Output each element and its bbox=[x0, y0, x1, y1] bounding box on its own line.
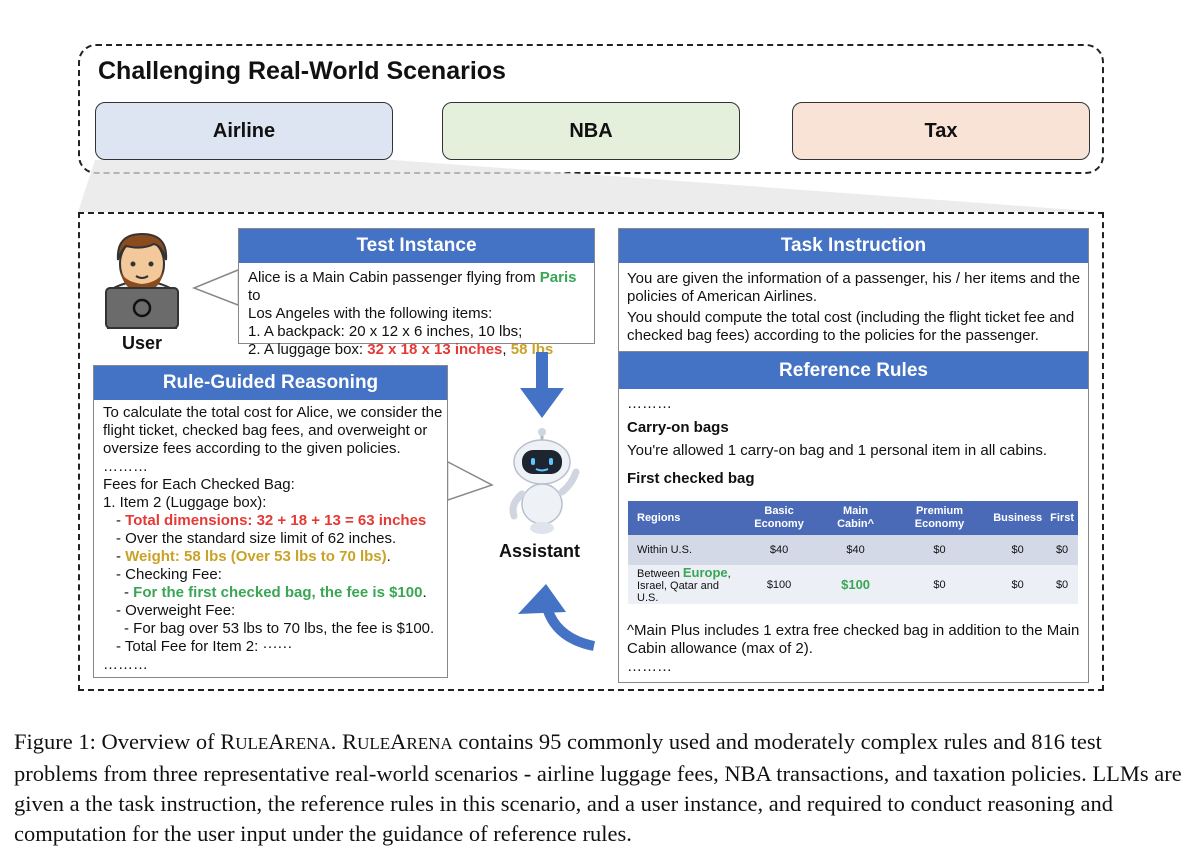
region-europe: Europe bbox=[682, 565, 728, 580]
test-line-3: 1. A backpack: 20 x 12 x 6 inches, 10 lb… bbox=[248, 323, 523, 340]
reasoning-dash: - bbox=[116, 512, 126, 529]
fee-cell: $100 bbox=[736, 565, 822, 604]
rules-ellipsis: ……… bbox=[627, 395, 672, 412]
fee-cell-main-cabin: $100 bbox=[821, 565, 890, 604]
caption-text: A bbox=[390, 729, 407, 754]
reasoning-line: - Over the standard size limit of 62 inc… bbox=[116, 530, 397, 547]
reasoning-text: To calculate the total cost for Alice, w… bbox=[103, 404, 445, 674]
caption-smallcaps: ULE bbox=[357, 734, 391, 753]
reasoning-panel: Rule-Guided Reasoning To calculate the t… bbox=[93, 365, 448, 678]
test-line-1-end: to bbox=[248, 287, 261, 304]
fee-table-row: Within U.S. $40 $40 $0 $0 $0 bbox=[628, 535, 1078, 565]
reasoning-line: - Overweight Fee: bbox=[116, 602, 236, 619]
caption-smallcaps: ULE bbox=[235, 734, 269, 753]
fee-cell: $0 bbox=[889, 535, 990, 565]
reasoning-title: Rule-Guided Reasoning bbox=[94, 366, 447, 400]
reasoning-line: To calculate the total cost for Alice, w… bbox=[103, 404, 443, 421]
test-line-2: Los Angeles with the following items: bbox=[248, 305, 493, 322]
fee-table-header: Basic Economy bbox=[736, 501, 822, 535]
fee-cell: $40 bbox=[736, 535, 822, 565]
scenario-airline: Airline bbox=[95, 102, 393, 160]
fee-table-header: Premium Economy bbox=[889, 501, 990, 535]
luggage-dimensions: 32 x 18 x 13 inches bbox=[367, 341, 503, 358]
fee-cell: $0 bbox=[1046, 535, 1078, 565]
robot-assistant-icon bbox=[509, 428, 580, 534]
reasoning-line: Fees for Each Checked Bag: bbox=[103, 476, 295, 493]
fee-region: Between Europe, Israel, Qatar and U.S. bbox=[628, 565, 737, 604]
fee-cell: $0 bbox=[1046, 565, 1078, 604]
reasoning-line: - Checking Fee: bbox=[116, 566, 222, 583]
caption-smallcaps: RENA bbox=[406, 734, 453, 753]
weight-step: Weight: 58 lbs (Over 53 lbs to 70 lbs) bbox=[125, 548, 387, 565]
scenarios-frame bbox=[78, 44, 1104, 174]
fee-table-row: Between Europe, Israel, Qatar and U.S. $… bbox=[628, 565, 1078, 604]
main-plus-note: ^Main Plus includes 1 extra free checked… bbox=[627, 622, 1080, 657]
figure-caption: Figure 1: Overview of RULEARENA. RULEARE… bbox=[14, 727, 1186, 849]
reasoning-ellipsis: ……… bbox=[103, 656, 148, 673]
scenarios-title: Challenging Real-World Scenarios bbox=[98, 57, 506, 85]
fee-cell: $40 bbox=[821, 535, 890, 565]
fee-cell: $0 bbox=[889, 565, 990, 604]
task-instruction-text: You are given the information of a passe… bbox=[627, 270, 1085, 345]
carry-on-heading: Carry-on bags bbox=[627, 419, 729, 436]
reference-rules-title: Reference Rules bbox=[619, 352, 1088, 389]
user-label: User bbox=[122, 333, 163, 353]
fee-cell: $0 bbox=[989, 565, 1047, 604]
first-checked-bag-heading: First checked bag bbox=[627, 470, 755, 487]
assistant-label: Assistant bbox=[499, 541, 581, 561]
region-text: , bbox=[727, 568, 731, 580]
fee-table-header: Main Cabin^ bbox=[821, 501, 890, 535]
scenario-tax: Tax bbox=[792, 102, 1090, 160]
reasoning-dash: - bbox=[116, 548, 126, 565]
checking-fee-step: For the first checked bag, the fee is $1… bbox=[133, 584, 423, 601]
caption-smallcaps: RENA bbox=[284, 734, 331, 753]
city-paris: Paris bbox=[539, 269, 577, 286]
fee-cell: $0 bbox=[989, 535, 1047, 565]
reasoning-line: 1. Item 2 (Luggage box): bbox=[103, 494, 267, 511]
fee-table-header: Business bbox=[989, 501, 1047, 535]
test-line-4-sep: , bbox=[502, 341, 511, 358]
reasoning-dash: - bbox=[124, 584, 134, 601]
region-text: Israel, Qatar and U.S. bbox=[637, 580, 719, 604]
caption-text: contains 95 commonly used and moderately… bbox=[14, 729, 1182, 846]
curved-up-arrow-icon bbox=[518, 584, 596, 651]
reasoning-line: - Total Fee for Item 2: ······ bbox=[116, 638, 293, 655]
fee-table-header: First bbox=[1046, 501, 1078, 535]
test-instance-text: Alice is a Main Cabin passenger flying f… bbox=[248, 269, 593, 359]
reasoning-period: . bbox=[422, 584, 427, 601]
fee-table-header: Regions bbox=[628, 501, 737, 535]
reasoning-ellipsis: ……… bbox=[103, 458, 148, 475]
task-paragraph-1: You are given the information of a passe… bbox=[627, 270, 1081, 305]
task-paragraph-2: You should compute the total cost (inclu… bbox=[627, 309, 1075, 344]
total-dimensions-step: Total dimensions: 32 + 18 + 13 = 63 inch… bbox=[125, 512, 427, 529]
reference-rules-text: ……… Carry-on bags You're allowed 1 carry… bbox=[627, 395, 1085, 676]
caption-text: Figure 1: Overview of R bbox=[14, 729, 236, 754]
reasoning-line: - For bag over 53 lbs to 70 lbs, the fee… bbox=[124, 620, 435, 637]
reasoning-line: oversize fees according to the given pol… bbox=[103, 440, 401, 457]
down-arrow-icon bbox=[520, 352, 564, 418]
region-text: Between bbox=[637, 568, 683, 580]
caption-text: A bbox=[268, 729, 285, 754]
scenario-nba: NBA bbox=[442, 102, 740, 160]
carry-on-rule: You're allowed 1 carry-on bag and 1 pers… bbox=[627, 442, 1048, 459]
test-line-4: 2. A luggage box: bbox=[248, 341, 368, 358]
example-frame bbox=[78, 212, 1104, 691]
reasoning-line: flight ticket, checked bag fees, and ove… bbox=[103, 422, 428, 439]
user-with-laptop-icon bbox=[105, 232, 179, 329]
test-instance-title: Test Instance bbox=[239, 229, 594, 263]
fee-table-header-row: Regions Basic Economy Main Cabin^ Premiu… bbox=[628, 501, 1078, 535]
rules-ellipsis: ……… bbox=[627, 658, 672, 675]
test-instance-panel: Test Instance Alice is a Main Cabin pass… bbox=[238, 228, 595, 358]
caption-text: . R bbox=[330, 729, 358, 754]
task-instruction-title: Task Instruction bbox=[619, 229, 1088, 263]
test-line-1: Alice is a Main Cabin passenger flying f… bbox=[248, 269, 540, 286]
reasoning-period: . bbox=[386, 548, 391, 565]
fee-region: Within U.S. bbox=[628, 535, 737, 565]
checked-bag-fee-table: Regions Basic Economy Main Cabin^ Premiu… bbox=[628, 501, 1078, 604]
task-instruction-panel: Task Instruction You are given the infor… bbox=[618, 228, 1089, 352]
